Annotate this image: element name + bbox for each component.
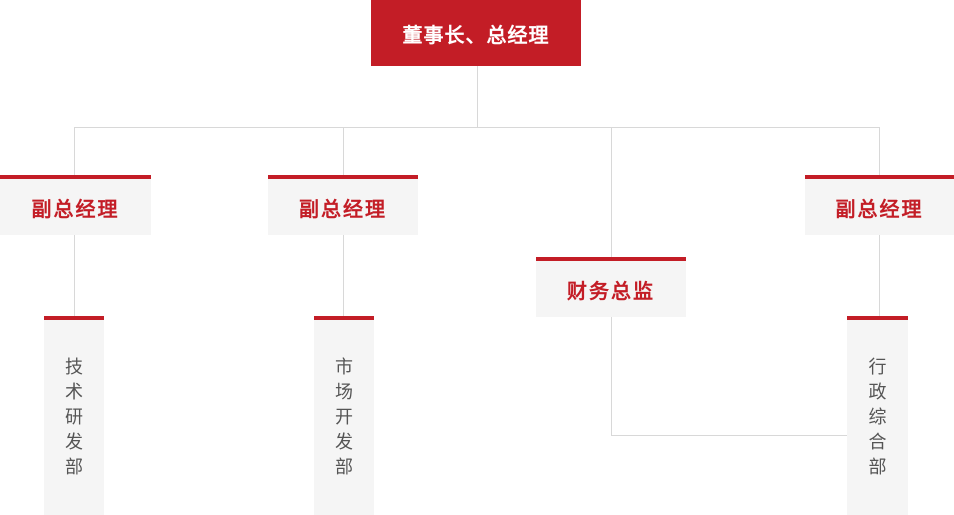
node-label: 副总经理 [31, 198, 120, 221]
connector-stem-admin-general-dept [879, 235, 880, 316]
connector-root-stem [477, 66, 478, 127]
node-finance-director: 财务总监 [536, 257, 686, 317]
node-chairman-general-manager: 董事长、总经理 [371, 0, 581, 66]
node-label: 副总经理 [835, 198, 924, 221]
connector-drop-deputy-gm-3 [879, 127, 880, 175]
node-market-dev-dept: 市场开发部 [314, 316, 374, 515]
node-label: 市场开发部 [335, 357, 353, 477]
connector-main-horizontal [74, 127, 880, 128]
connector-stem-market-dev-dept [343, 235, 344, 316]
node-label: 财务总监 [567, 280, 655, 303]
connector-finance-to-admin [611, 435, 847, 436]
node-label: 行政综合部 [868, 357, 887, 477]
node-deputy-gm-2: 副总经理 [268, 175, 418, 235]
connector-drop-deputy-gm-2 [343, 127, 344, 175]
connector-finance-down [611, 317, 612, 435]
node-label: 技术研发部 [65, 357, 83, 477]
connector-drop-deputy-gm-1 [74, 127, 75, 175]
node-label: 副总经理 [299, 198, 387, 221]
node-deputy-gm-1: 副总经理 [0, 175, 151, 235]
connector-drop-finance-director [611, 127, 612, 257]
node-deputy-gm-3: 副总经理 [805, 175, 954, 235]
node-admin-general-dept: 行政综合部 [847, 316, 908, 515]
connector-stem-tech-rd-dept [74, 235, 75, 316]
node-tech-rd-dept: 技术研发部 [44, 316, 104, 515]
node-label: 董事长、总经理 [402, 24, 550, 47]
